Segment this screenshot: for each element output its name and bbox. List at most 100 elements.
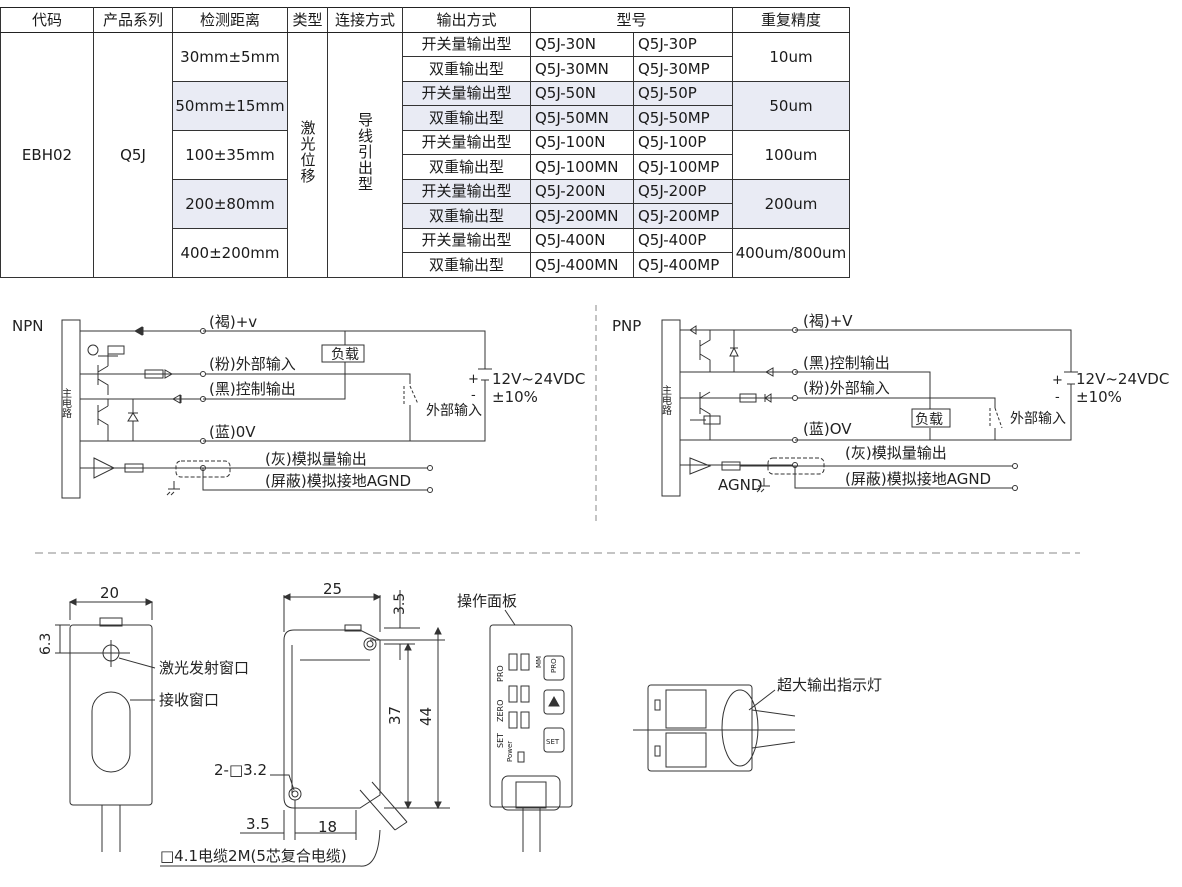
cell-model-p: Q5J-50P [633, 80, 733, 106]
npn-wire-black: (黑)控制输出 [209, 380, 296, 398]
npn-wire-pink: (粉)外部输入 [209, 355, 296, 373]
cell-type: 激光位移 [298, 119, 317, 184]
npn-title: NPN [12, 317, 44, 335]
npn-diagram: NPN 主电路 负载 + - 12V~24VDC ±10% 外部输入 [12, 313, 585, 499]
set-button[interactable] [543, 727, 565, 753]
cell-model-n: Q5J-50N [530, 80, 634, 106]
front-width-dim: 20 [100, 584, 119, 602]
cable-label: □4.1电缆2M(5芯复合电缆) [160, 847, 347, 865]
panel-pro-label: PRO [496, 665, 505, 682]
cell-model-p: Q5J-100P [633, 129, 733, 155]
laser-window-label: 激光发射窗口 [159, 659, 249, 677]
cell-model-n: Q5J-400MN [530, 252, 634, 278]
front-offset-dim: 6.3 [38, 633, 54, 655]
pnp-title: PNP [612, 317, 641, 335]
npn-wire-brown: (褐)+v [209, 313, 257, 331]
pnp-wire-gray: (灰)模拟量输出 [845, 444, 947, 462]
pnp-plus: + [1052, 373, 1063, 388]
cell-output: 双重输出型 [402, 252, 531, 278]
cell-model-n: Q5J-100MN [530, 154, 634, 180]
cell-model-p: Q5J-200P [633, 178, 733, 204]
panel-mm-label: MM [535, 656, 543, 668]
cell-precision: 50um [732, 80, 850, 131]
cell-model-p: Q5J-400MP [633, 252, 733, 278]
pnp-load-label: 负载 [915, 412, 943, 428]
npn-main-circuit-label: 主电路 [60, 388, 72, 419]
side-inner-h-dim: 37 [386, 706, 404, 725]
cell-output: 双重输出型 [402, 105, 531, 131]
side-view: 25 3.5 37 44 2-□3.2 3.5 18 □4.1电缆2M(5芯复合… [160, 580, 450, 867]
side-total-h-dim: 44 [417, 707, 435, 726]
cell-distance: 30mm±5mm [172, 31, 288, 82]
panel-view: 操作面板 PRO ZERO SET Power MM PRO SET [457, 592, 573, 852]
cell-connection: 导线引出型 [356, 111, 374, 192]
cell-precision: 10um [732, 31, 850, 82]
panel-power-label: Power [506, 741, 514, 762]
pnp-diagram: PNP 主电路 负载 + - 12V~24VDC ±10% 外部输入 [612, 312, 1169, 497]
pnp-supply: 12V~24VDC [1076, 370, 1169, 388]
pnp-ext-input: 外部输入 [1010, 411, 1066, 427]
cell-output: 双重输出型 [402, 56, 531, 82]
side-width-dim: 25 [323, 580, 342, 598]
npn-wire-shield: (屏蔽)模拟接地AGND [265, 472, 411, 490]
panel-title: 操作面板 [457, 592, 517, 610]
pnp-main-circuit-box [661, 319, 681, 497]
npn-main-circuit-box [61, 319, 81, 499]
indicator-label: 超大输出指示灯 [777, 676, 882, 694]
receive-window [91, 691, 131, 773]
cell-model-p: Q5J-30P [633, 31, 733, 57]
cell-model-n: Q5J-200MN [530, 203, 634, 229]
npn-ext-input: 外部输入 [426, 403, 482, 419]
npn-tolerance: ±10% [492, 388, 538, 406]
pnp-wire-blue: (蓝)OV [803, 420, 852, 438]
cell-model-n: Q5J-50MN [530, 105, 634, 131]
npn-supply: 12V~24VDC [492, 370, 585, 388]
pro-button-label: PRO [550, 658, 558, 673]
cell-model-p: Q5J-200MP [633, 203, 733, 229]
panel-zero-label: ZERO [496, 700, 505, 722]
cell-distance: 400±200mm [172, 227, 288, 278]
cell-model-p: Q5J-50MP [633, 105, 733, 131]
cell-precision: 200um [732, 178, 850, 229]
pnp-wire-brown: (褐)+V [803, 312, 853, 330]
cell-model-n: Q5J-400N [530, 227, 634, 253]
front-view: 20 6.3 激光发射窗口 接收窗口 [38, 584, 249, 852]
cell-model-p: Q5J-30MP [633, 56, 733, 82]
pnp-agnd: AGND [718, 476, 762, 494]
top-body [647, 684, 753, 772]
cell-model-p: Q5J-100MP [633, 154, 733, 180]
npn-wire-gray: (灰)模拟量输出 [265, 450, 367, 468]
pnp-tolerance: ±10% [1076, 388, 1122, 406]
top-view: 超大输出指示灯 [633, 676, 882, 772]
pnp-main-circuit-label: 主电路 [660, 385, 672, 416]
pro-button[interactable] [543, 655, 565, 681]
front-body [69, 624, 153, 806]
cell-model-n: Q5J-200N [530, 178, 634, 204]
side-top-dim: 3.5 [392, 593, 408, 615]
cell-precision: 400um/800um [732, 227, 850, 278]
cell-distance: 200±80mm [172, 178, 288, 229]
cell-model-n: Q5J-100N [530, 129, 634, 155]
header-output: 输出方式 [402, 7, 531, 33]
side-body [283, 629, 381, 809]
cell-output: 开关量输出型 [402, 129, 531, 155]
pnp-wire-pink: (粉)外部输入 [803, 379, 890, 397]
npn-wire-blue: (蓝)0V [209, 423, 256, 441]
pnp-minus: - [1055, 390, 1060, 405]
set-button-label: SET [546, 738, 560, 746]
header-precision: 重复精度 [732, 7, 850, 33]
holes-label: 2-□3.2 [214, 761, 267, 779]
panel-set-label: SET [496, 733, 505, 748]
header-model: 型号 [530, 7, 733, 33]
output-indicator [721, 689, 759, 767]
npn-minus: - [471, 388, 476, 403]
receive-window-label: 接收窗口 [159, 691, 219, 709]
npn-load-label: 负载 [331, 347, 359, 363]
header-connection: 连接方式 [327, 7, 403, 33]
up-button[interactable] [543, 689, 565, 715]
pnp-wire-shield: (屏蔽)模拟接地AGND [845, 470, 991, 488]
spec-table: 代码 产品系列 检测距离 类型 连接方式 输出方式 型号 重复精度 EBH02 … [0, 7, 850, 278]
cell-output: 开关量输出型 [402, 80, 531, 106]
header-code: 代码 [0, 7, 94, 33]
